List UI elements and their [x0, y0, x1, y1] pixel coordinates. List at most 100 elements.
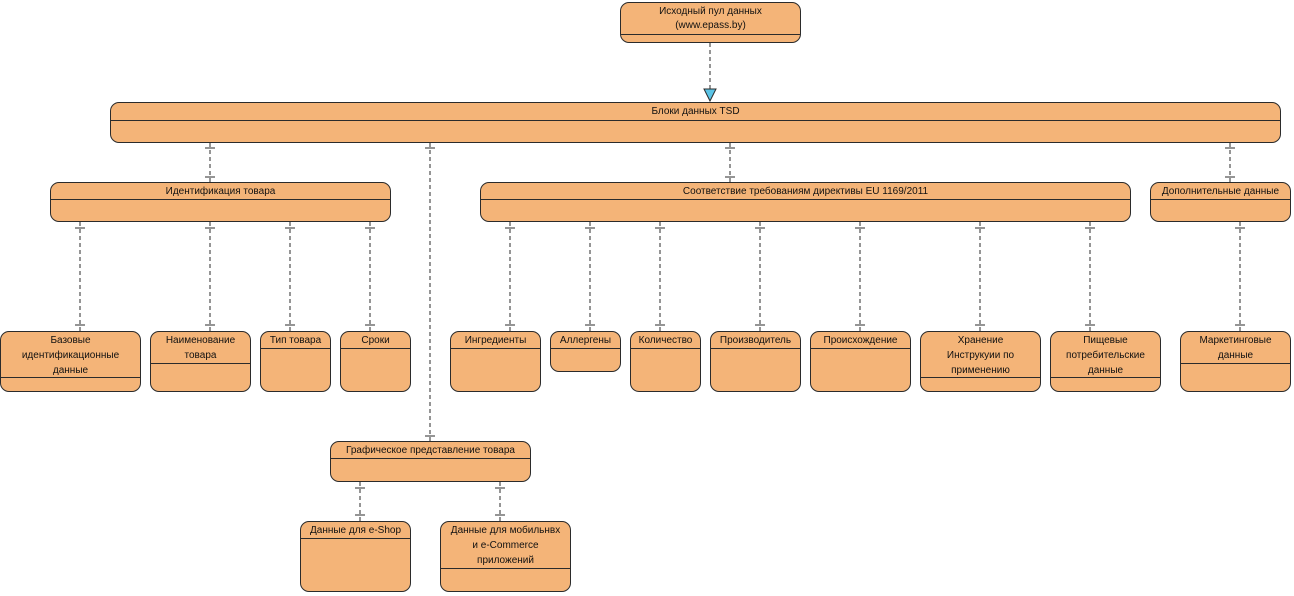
node-title: Базовые идентификационные данные — [3, 333, 138, 378]
node-quantity[interactable]: Количество — [630, 331, 701, 392]
node-compliance[interactable]: Соответствие требованиям директивы EU 11… — [480, 182, 1131, 222]
node-separator — [921, 377, 1040, 378]
node-separator — [151, 363, 250, 364]
node-separator — [811, 348, 910, 349]
node-eshop-data[interactable]: Данные для e-Shop — [300, 521, 411, 592]
connector-tsd-graphic — [425, 143, 435, 441]
connector-tsd-additional — [1225, 143, 1235, 182]
title-line: Пищевые — [1083, 335, 1128, 346]
connector-graphic-eshop — [355, 482, 365, 521]
title-line: Базовые — [50, 335, 91, 346]
title-line: Инструкуии по — [946, 350, 1015, 361]
connector-additional-marketing — [1235, 222, 1245, 331]
node-separator — [331, 458, 530, 459]
title-line: и e-Commerce — [472, 540, 539, 551]
node-product-type[interactable]: Тип товара — [260, 331, 331, 392]
title-line: идентификационные — [21, 350, 120, 361]
connector-ident-name — [205, 222, 215, 331]
connector-graphic-mobile — [495, 482, 505, 521]
connector-compliance-storage — [975, 222, 985, 331]
node-title: Идентификация товара — [165, 186, 276, 197]
node-origin[interactable]: Происхождение — [810, 331, 911, 392]
title-line: Маркетинговые — [1199, 335, 1272, 346]
node-title: Сроки — [361, 335, 390, 346]
connector-compliance-producer — [755, 222, 765, 331]
node-title: Данные для e-Shop — [309, 525, 401, 536]
node-title: Маркетинговые данные — [1183, 333, 1288, 363]
title-line: Данные для мобильнвх — [450, 525, 561, 536]
node-title: Наименование товара — [153, 333, 248, 363]
arrowhead — [703, 88, 717, 103]
node-title: Хранение Инструкуии по применению — [923, 333, 1038, 378]
node-title: Пищевые потребительские данные — [1053, 333, 1158, 378]
node-separator — [111, 120, 1280, 121]
node-separator — [51, 199, 390, 200]
node-title: Дополнительные данные — [1161, 186, 1280, 197]
connector-ident-base — [75, 222, 85, 331]
title-line: Хранение — [957, 335, 1004, 346]
node-title: Производитель — [719, 335, 792, 346]
node-source-pool[interactable]: Исходный пул данных (www.epass.by) — [620, 2, 801, 43]
node-separator — [451, 348, 540, 349]
connector-compliance-nutrition — [1085, 222, 1095, 331]
node-mobile-ecommerce-data[interactable]: Данные для мобильнвх и e-Commerce прилож… — [440, 521, 571, 592]
connector-compliance-ingredients — [505, 222, 515, 331]
node-title: Происхождение — [823, 335, 898, 346]
node-separator — [301, 538, 410, 539]
node-title: Данные для мобильнвх и e-Commerce прилож… — [443, 523, 568, 568]
connector-compliance-allergens — [585, 222, 595, 331]
node-separator — [631, 348, 700, 349]
title-line: применению — [951, 365, 1010, 376]
node-identification[interactable]: Идентификация товара — [50, 182, 391, 222]
node-title: Блоки данных TSD — [651, 106, 740, 117]
node-graphic-representation[interactable]: Графическое представление товара — [330, 441, 531, 482]
connector-source-tsd — [703, 43, 717, 103]
node-producer[interactable]: Производитель — [710, 331, 801, 392]
title-line: Наименование — [165, 335, 236, 346]
node-separator — [1051, 377, 1160, 378]
node-allergens[interactable]: Аллергены — [550, 331, 621, 372]
node-title: Исходный пул данных (www.epass.by) — [623, 5, 798, 33]
node-product-name[interactable]: Наименование товара — [150, 331, 251, 392]
node-title: Количество — [638, 335, 693, 346]
node-marketing[interactable]: Маркетинговые данные — [1180, 331, 1291, 392]
node-title: Графическое представление товара — [346, 445, 515, 456]
node-title: Тип товара — [269, 335, 322, 346]
node-title: Аллергены — [559, 335, 612, 346]
node-title: Соответствие требованиям директивы EU 11… — [682, 186, 929, 197]
title-line: данные — [52, 365, 89, 376]
node-separator — [551, 348, 620, 349]
node-separator — [1151, 199, 1290, 200]
connector-ident-type — [285, 222, 295, 331]
title-line: приложений — [477, 555, 534, 566]
title-line: товара — [184, 350, 217, 361]
node-separator — [621, 34, 800, 35]
title-line: данные — [1217, 350, 1254, 361]
title-line: Исходный пул данных — [659, 6, 762, 17]
connector-ident-terms — [365, 222, 375, 331]
title-line: (www.epass.by) — [675, 20, 746, 31]
node-tsd-blocks[interactable]: Блоки данных TSD — [110, 102, 1281, 143]
node-separator — [341, 348, 410, 349]
node-separator — [481, 199, 1130, 200]
connector-compliance-quantity — [655, 222, 665, 331]
connector-tsd-ident — [205, 143, 215, 182]
connector-tsd-compliance — [725, 143, 735, 182]
node-ingredients[interactable]: Ингредиенты — [450, 331, 541, 392]
node-separator — [261, 348, 330, 349]
node-title: Ингредиенты — [464, 335, 527, 346]
node-terms[interactable]: Сроки — [340, 331, 411, 392]
title-line: потребительские — [1066, 350, 1145, 361]
node-storage-instructions[interactable]: Хранение Инструкуии по применению — [920, 331, 1041, 392]
node-separator — [441, 568, 570, 569]
node-base-identification[interactable]: Базовые идентификационные данные — [0, 331, 141, 392]
node-additional[interactable]: Дополнительные данные — [1150, 182, 1291, 222]
node-separator — [1, 377, 140, 378]
node-nutrition[interactable]: Пищевые потребительские данные — [1050, 331, 1161, 392]
title-line: данные — [1087, 365, 1124, 376]
connector-compliance-origin — [855, 222, 865, 331]
node-separator — [711, 348, 800, 349]
node-separator — [1181, 363, 1290, 364]
